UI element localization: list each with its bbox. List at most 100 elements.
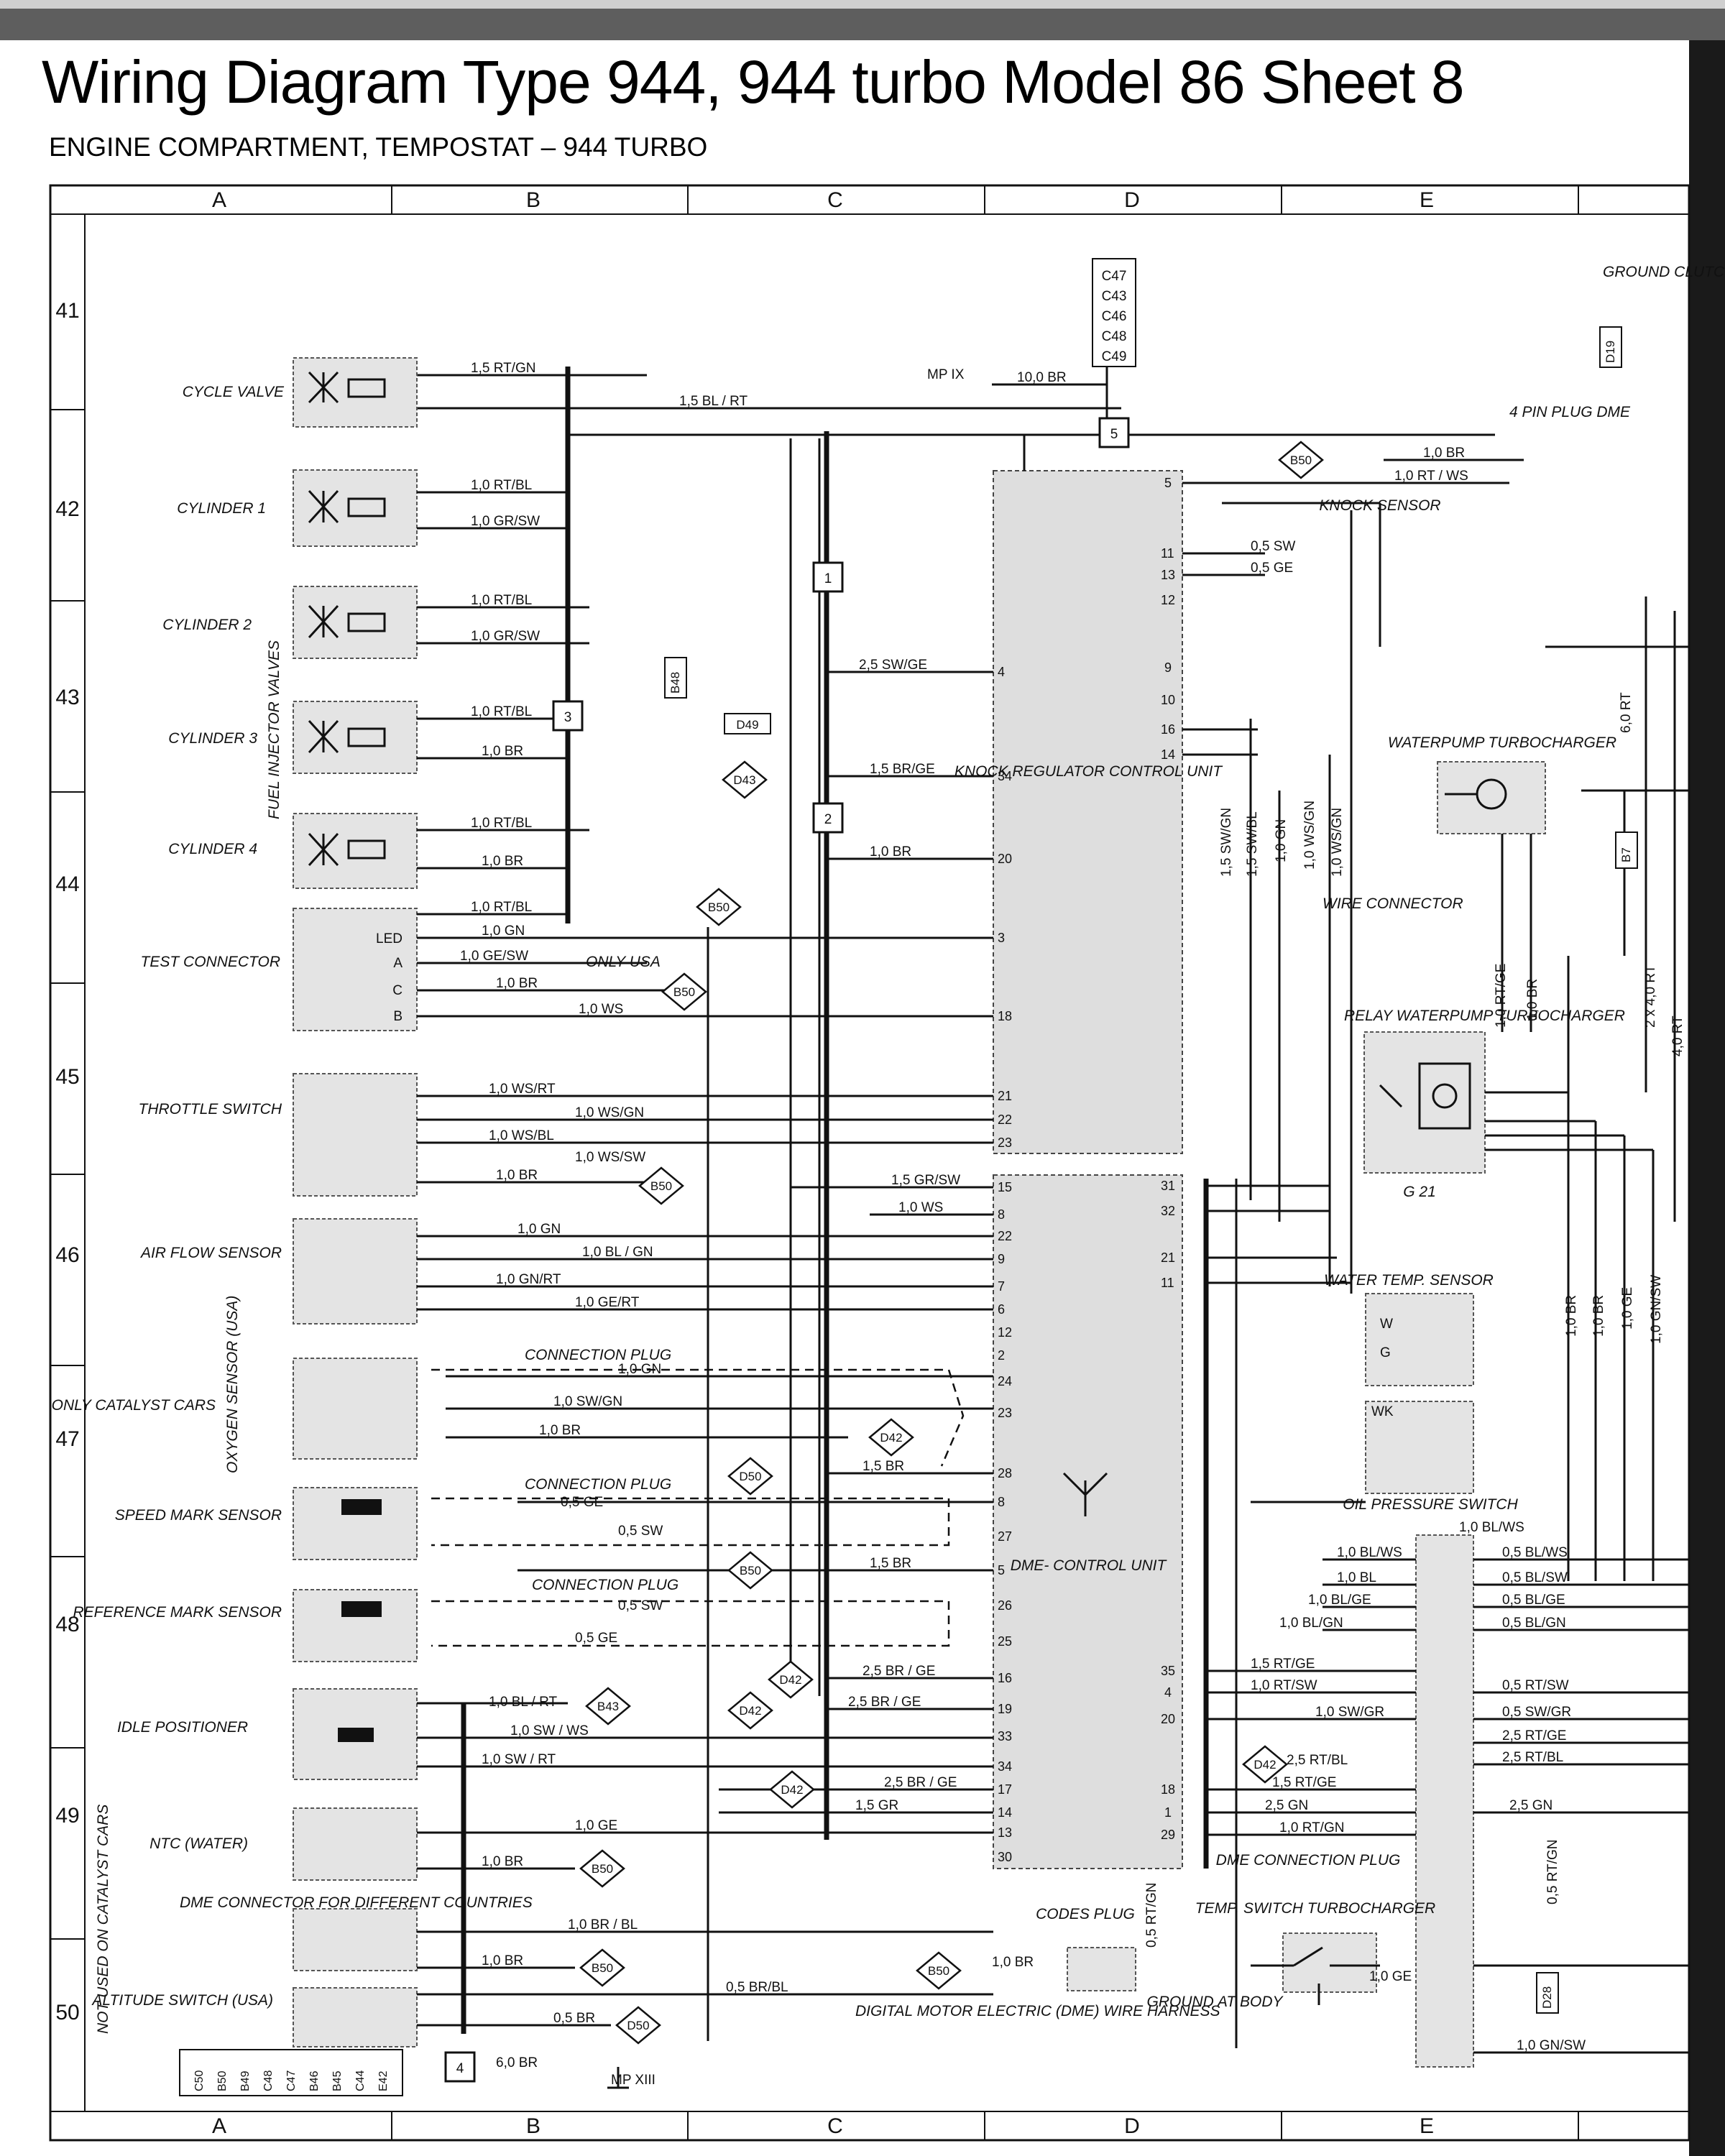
wire-label: 1,0 BR — [496, 976, 538, 991]
cylinder1-label: CYLINDER 1 — [177, 500, 266, 517]
svg-text:1,5 SW/GN: 1,5 SW/GN — [1219, 808, 1234, 877]
wire-label: 0,5 GE — [575, 1631, 617, 1646]
wire-label: 1,0 SW / WS — [510, 1723, 589, 1738]
junction-4: 4 — [444, 2051, 476, 2083]
knock-regulator-unit — [993, 470, 1183, 1154]
window-top-bar — [0, 0, 1725, 9]
wire-label: 1,0 BR — [539, 1423, 581, 1438]
idle-positioner-label: IDLE POSITIONER — [117, 1719, 248, 1736]
row-label-42: 42 — [55, 497, 79, 521]
wire-label: 2,5 BR / GE — [884, 1775, 957, 1790]
page-title: Wiring Diagram Type 944, 944 turbo Model… — [42, 48, 1465, 116]
wire-label: 6,0 BR — [496, 2055, 538, 2070]
wire-label: 1,0 GE/RT — [575, 1295, 640, 1310]
svg-text:B50: B50 — [592, 1961, 613, 1975]
svg-text:5: 5 — [998, 1563, 1005, 1577]
svg-text:6: 6 — [998, 1302, 1005, 1317]
wire-label: 1,0 BR — [482, 744, 523, 759]
pin-c: C — [392, 983, 402, 998]
svg-text:3: 3 — [998, 931, 1005, 945]
wire-label: 0,5 BL/GE — [1502, 1593, 1565, 1608]
pin-led: LED — [376, 931, 402, 946]
svg-text:8: 8 — [998, 1495, 1005, 1509]
knock-sensor-label: KNOCK SENSOR — [1319, 497, 1440, 514]
wire-label: 1,0 GN/RT — [496, 1272, 561, 1287]
svg-text:22: 22 — [998, 1112, 1012, 1127]
wire-label: 1,0 RT/GN — [1279, 1820, 1344, 1835]
svg-text:1,0 BR: 1,0 BR — [1525, 979, 1540, 1021]
svg-text:1,0 WS/GN: 1,0 WS/GN — [1302, 801, 1317, 870]
svg-text:27: 27 — [998, 1529, 1012, 1544]
row-label-43: 43 — [55, 686, 79, 709]
mp-ix-label: MP IX — [927, 367, 965, 382]
diamond-marker: B50 — [579, 1948, 625, 1987]
relay-waterpump-box — [1363, 1031, 1486, 1174]
oil-pressure-switch-box — [1365, 1401, 1474, 1494]
svg-text:D42: D42 — [1254, 1758, 1276, 1772]
diamond-marker: D42 — [727, 1691, 773, 1730]
wire-label: 1,0 RT / WS — [1394, 469, 1468, 484]
svg-text:D28: D28 — [1540, 1986, 1554, 2009]
wire-label: 0,5 RT/SW — [1502, 1678, 1569, 1693]
wire-label: 1,0 BR — [870, 844, 911, 860]
ecu-ref-2: C43 — [1102, 289, 1127, 304]
wire-label: 1,0 GR/SW — [471, 629, 540, 644]
ref-box-d49: D49 — [724, 713, 771, 734]
injector-symbols — [308, 371, 386, 867]
wire-label: 1,0 RT/BL — [471, 816, 532, 831]
connection-plug-label-2: CONNECTION PLUG — [525, 1476, 671, 1493]
wire-label: 0,5 BL/GN — [1502, 1616, 1566, 1631]
svg-text:23: 23 — [998, 1135, 1012, 1150]
svg-text:C44: C44 — [354, 2070, 367, 2091]
diamond-marker: D42 — [868, 1418, 914, 1457]
svg-text:B7: B7 — [1619, 847, 1633, 862]
ground-clutch-label: GROUND CLUTCH HOUSING — [1603, 264, 1725, 280]
diamond-marker: B50 — [638, 1166, 684, 1205]
svg-text:25: 25 — [998, 1634, 1012, 1649]
wire-label: 1,5 BR/GE — [870, 762, 935, 777]
junction-5: 5 — [1098, 417, 1130, 448]
speed-mark-sensor-box — [293, 1487, 418, 1560]
wire-label: 1,0 BL/GE — [1308, 1593, 1371, 1608]
svg-text:8: 8 — [998, 1207, 1005, 1222]
svg-text:B50: B50 — [650, 1179, 672, 1193]
svg-text:D42: D42 — [739, 1704, 761, 1718]
row-label-49: 49 — [55, 1804, 79, 1828]
wire-label: 0,5 BL/SW — [1502, 1570, 1568, 1585]
col-label-d-bottom: D — [1124, 2114, 1140, 2138]
page-subtitle: ENGINE COMPARTMENT, TEMPOSTAT – 944 TURB… — [49, 132, 708, 162]
wire-label: 1,0 BR — [482, 854, 523, 869]
wire-label: 1,5 RT/GN — [471, 361, 535, 376]
wire-label: 1,0 BR — [496, 1168, 538, 1183]
wire-label: 1,5 BR — [862, 1459, 904, 1474]
only-catalyst-label: ONLY CATALYST CARS — [52, 1397, 216, 1414]
junction-3: 3 — [552, 700, 584, 732]
left-wires — [417, 491, 993, 2027]
wire-label: 1,0 BL / RT — [489, 1695, 557, 1710]
svg-text:D42: D42 — [779, 1673, 801, 1687]
temp-switch-symbol — [1251, 1946, 1380, 2005]
dme-control-unit — [993, 1174, 1183, 1869]
svg-text:18: 18 — [998, 1009, 1012, 1023]
oxygen-sensor-label: OXYGEN SENSOR (USA) — [224, 1296, 241, 1473]
svg-text:24: 24 — [998, 1374, 1012, 1388]
wire-label: 0,5 SW — [618, 1524, 663, 1539]
throttle-switch-label: THROTTLE SWITCH — [139, 1101, 282, 1118]
wire-label: 1,0 GE — [1369, 1969, 1412, 1984]
svg-text:C47: C47 — [285, 2070, 298, 2091]
component-boxes — [293, 357, 1546, 2068]
diamond-markers: B50 D43 B50 B50 B50 D42 D50 B50 D42 D42 … — [579, 441, 1324, 2045]
water-temp-sensor-label: WATER TEMP. SENSOR — [1324, 1272, 1494, 1289]
wire-label: 1,5 GR — [855, 1798, 898, 1813]
wire-label: 1,0 WS/RT — [489, 1082, 556, 1097]
idle-positioner-coil — [338, 1728, 374, 1742]
pin-a: A — [393, 956, 402, 971]
wire-connector-label: WIRE CONNECTOR — [1322, 895, 1463, 912]
svg-text:4: 4 — [1164, 1685, 1172, 1700]
right-edge-shadow — [1689, 40, 1725, 2156]
ref-box-d28: D28 — [1536, 1972, 1559, 2014]
svg-text:34: 34 — [998, 1759, 1012, 1774]
diamond-marker: D43 — [722, 760, 768, 799]
svg-text:B50: B50 — [592, 1862, 613, 1876]
svg-text:23: 23 — [998, 1406, 1012, 1420]
